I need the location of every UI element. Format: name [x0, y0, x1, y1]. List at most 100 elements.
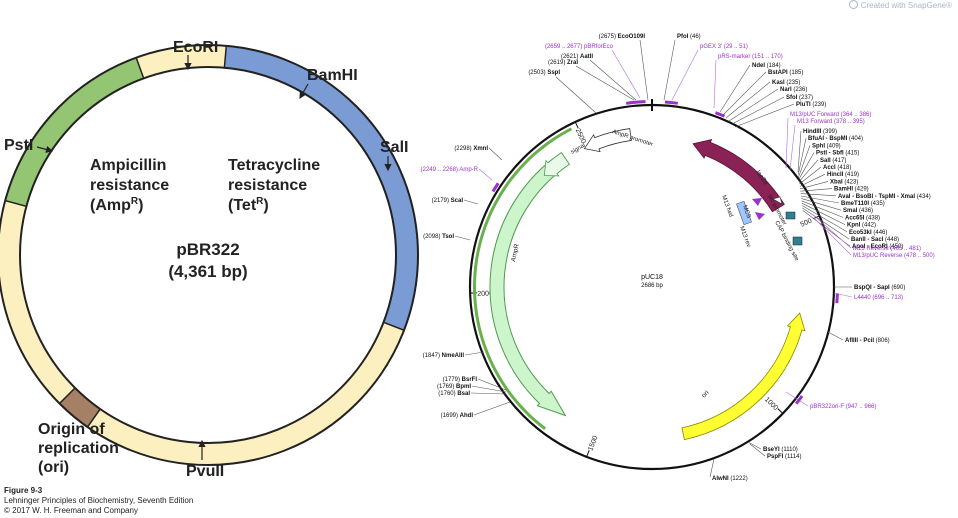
site-bstapi: BstAPI (185): [768, 70, 803, 76]
site-name: M13/pUC Reverse: [853, 253, 904, 259]
snapgene-logo-icon: [848, 0, 858, 9]
lacza-feature: [692, 139, 785, 213]
site-sfoi-leader: [731, 96, 785, 125]
mcs-site-4-leader: [798, 159, 819, 182]
mcs-box: [736, 200, 752, 226]
amp-label-close: ): [138, 197, 143, 214]
site-name: Amp-R: [459, 167, 478, 173]
primer-m13-forward-leader: [789, 124, 796, 171]
site-position: (151 .. 170): [752, 54, 783, 60]
site-position: (446): [873, 230, 887, 236]
site-position: (450): [889, 244, 903, 250]
site-position: (46): [690, 34, 701, 40]
mcs-site-13: KpnI (442): [847, 223, 876, 229]
site-aatii-leader: [589, 59, 637, 101]
outer-ring-outline: [0, 44, 419, 466]
site-name: TsoI: [442, 234, 454, 240]
site-name: ApoI - EcoRI: [852, 244, 889, 250]
mcs-site-14-leader: [802, 205, 848, 233]
site-bstapi-leader: [722, 71, 767, 116]
book-edition: , Seventh Edition: [132, 496, 194, 505]
m13-rev-label: M13 rev: [738, 226, 751, 248]
primer-m13-reverse: M13 Reverse (465 .. 481): [853, 246, 921, 252]
mcs-site-15-leader: [802, 207, 850, 240]
site-name: ScaI: [451, 198, 464, 204]
primer-m13-forward: M13 Forward (378 .. 395): [797, 119, 865, 125]
site-sspi-leader: [555, 76, 597, 114]
plasmid-size: (4,361 bp): [168, 262, 247, 281]
m13-fwd-label: M13 fwd: [720, 195, 733, 218]
mcs-site-16: ApoI - EcoRI (450): [852, 244, 903, 250]
site-position: (2659 .. 2677): [545, 44, 584, 50]
site-name: SalI: [820, 158, 832, 164]
amp-label-line2: resistance: [90, 177, 169, 194]
site-ahdi: (1699) AhdI: [441, 413, 474, 419]
site-position: (1699): [441, 413, 460, 419]
site-name: AhdI: [460, 413, 474, 419]
primer-l4440-mark: [835, 293, 839, 304]
cap-binding-site-box: [785, 211, 796, 220]
tick-label-500: 500: [800, 218, 814, 229]
figure-number: Figure 9-3: [4, 486, 43, 495]
figure-copyright: © 2017 W. H. Freeman and Company: [4, 506, 138, 515]
site-name: pRS-marker: [718, 54, 752, 60]
mcs-site-9-leader: [800, 193, 837, 197]
plasmid-name: pBR322: [176, 240, 239, 259]
site-bsrfi: (1779) BsrFI: [443, 377, 478, 383]
signal-label: signal: [570, 143, 587, 156]
site-nmeaiii-leader: [464, 351, 485, 356]
site-afliii-pcii-leader: [827, 331, 844, 341]
site-position: (436): [859, 208, 873, 214]
primer-prs-marker-leader: [713, 59, 717, 109]
tick-2500: [574, 121, 579, 129]
tick-label-2000: 2000: [477, 290, 493, 298]
mcs-site-10-leader: [800, 195, 840, 204]
site-aatii: (2621) AatII: [561, 54, 593, 60]
site-position: (2619): [548, 60, 567, 66]
site-name: BfuAI - BspMI: [808, 136, 849, 142]
signal-peptide-feature: [543, 152, 570, 177]
site-name: BspQI - SapI: [854, 285, 891, 291]
site-name: M13 Forward: [797, 119, 834, 125]
site-alwni-leader: [709, 458, 715, 478]
site-position: (1110): [781, 447, 797, 453]
site-name: SmaI: [843, 208, 859, 214]
site-position: (184): [767, 63, 781, 69]
site-position: (1222): [730, 476, 747, 482]
site-name: SphI: [812, 143, 827, 149]
primer-prs-marker: pRS-marker (151 .. 170): [718, 54, 783, 60]
site-name: EcoO109I: [618, 34, 646, 40]
site-pfoi: PfoI (46): [677, 34, 701, 40]
site-sfoi: SfoI (237): [786, 95, 813, 101]
site-position: (239): [812, 102, 826, 108]
tet-label-line3: (TetR): [228, 196, 269, 214]
site-bspqi-sapi: BspQI - SapI (690): [854, 285, 905, 291]
site-name: L4440: [854, 295, 872, 301]
site-bsrfi-leader: [477, 378, 507, 391]
primer-m13-reverse-leader: [811, 213, 852, 249]
site-name: PstI - SbfI: [816, 151, 845, 157]
m13-fwd-primer-arrow: [752, 198, 762, 206]
site-position: (478 .. 500): [904, 253, 935, 259]
site-nari-leader: [728, 88, 779, 122]
mcs-site-9: AvaI - BsoBI - TspMI - XmaI (434): [838, 194, 931, 200]
site-nari: NarI (236): [780, 87, 807, 93]
site-ahdi-leader: [473, 401, 511, 416]
primer-pgex3-leader: [671, 49, 699, 101]
mcs-site-0-leader: [797, 130, 802, 173]
mcs-site-1-leader: [798, 138, 807, 175]
amp-label-line3: (AmpR): [90, 196, 143, 214]
plasmid-size: 2686 bp: [641, 283, 663, 289]
ampr-label: AmpR: [510, 243, 521, 262]
primer-prs-marker-mark: [714, 111, 726, 118]
site-position: (448): [885, 237, 899, 243]
site-name: KasI: [772, 80, 786, 86]
site-name: AccI: [823, 165, 837, 171]
mcs-site-5-leader: [799, 166, 822, 185]
site-position: (404): [849, 136, 863, 142]
site-position: (364 .. 386): [841, 112, 872, 118]
site-name: AflIII - PciI: [845, 338, 876, 344]
site-name: SspI: [547, 70, 560, 76]
